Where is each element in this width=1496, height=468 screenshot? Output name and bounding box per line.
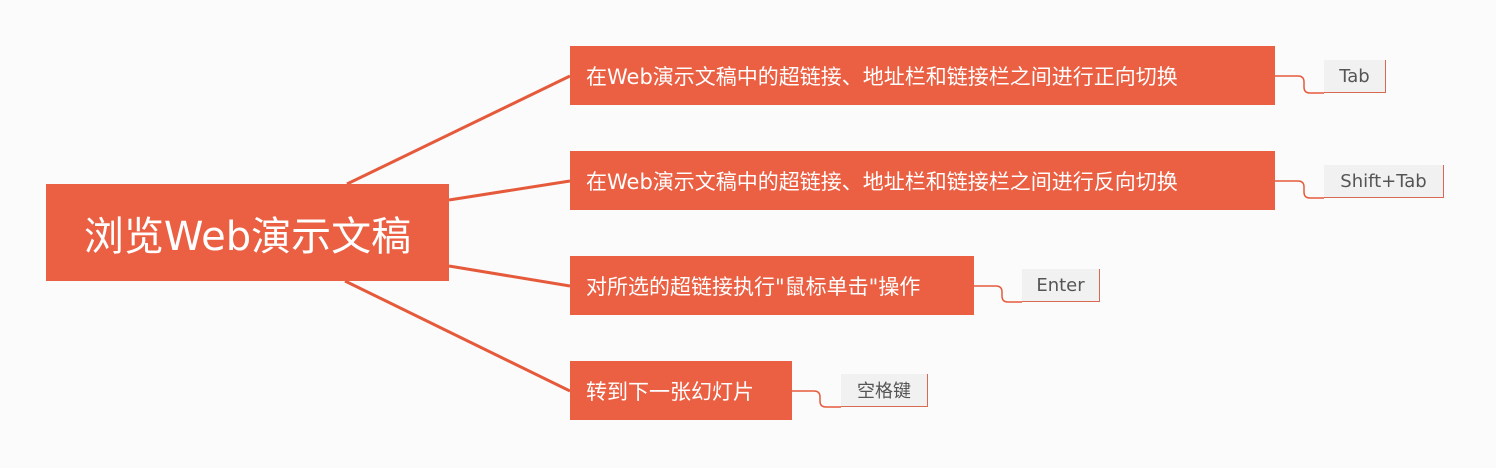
branch-topic-label: 在Web演示文稿中的超链接、地址栏和链接栏之间进行反向切换 — [586, 169, 1178, 194]
root-topic[interactable]: 浏览Web演示文稿 — [46, 184, 449, 281]
branch-topic-label: 在Web演示文稿中的超链接、地址栏和链接栏之间进行正向切换 — [586, 64, 1178, 89]
branch-topic-label: 转到下一张幻灯片 — [586, 379, 754, 404]
branch-topic-label: 对所选的超链接执行"鼠标单击"操作 — [586, 274, 921, 299]
shortcut-key-label: Shift+Tab — [1340, 170, 1427, 192]
link-root-branch-4 — [344, 279, 571, 393]
root-topic-label: 浏览Web演示文稿 — [83, 213, 412, 260]
link-branch-2-key — [1275, 180, 1324, 199]
branch-topic-forward-switch[interactable]: 在Web演示文稿中的超链接、地址栏和链接栏之间进行正向切换 — [570, 46, 1275, 105]
shortcut-key-label: Enter — [1036, 274, 1085, 296]
branch-topic-next-slide[interactable]: 转到下一张幻灯片 — [570, 361, 792, 420]
link-branch-1-key — [1275, 75, 1324, 94]
shortcut-key-label: Tab — [1339, 65, 1370, 87]
link-root-branch-3 — [448, 264, 571, 288]
link-root-branch-2 — [448, 179, 571, 202]
shortcut-key-label: 空格键 — [857, 381, 911, 402]
link-branch-3-key — [974, 285, 1022, 303]
shortcut-key-tab[interactable]: Tab — [1324, 60, 1386, 93]
link-branch-4-key — [792, 390, 841, 408]
branch-topic-click-link[interactable]: 对所选的超链接执行"鼠标单击"操作 — [570, 256, 974, 315]
shortcut-key-shift-tab[interactable]: Shift+Tab — [1324, 165, 1444, 198]
link-root-branch-1 — [346, 74, 571, 186]
branch-topic-backward-switch[interactable]: 在Web演示文稿中的超链接、地址栏和链接栏之间进行反向切换 — [570, 151, 1275, 210]
shortcut-key-space[interactable]: 空格键 — [841, 374, 928, 407]
shortcut-key-enter[interactable]: Enter — [1022, 269, 1100, 302]
